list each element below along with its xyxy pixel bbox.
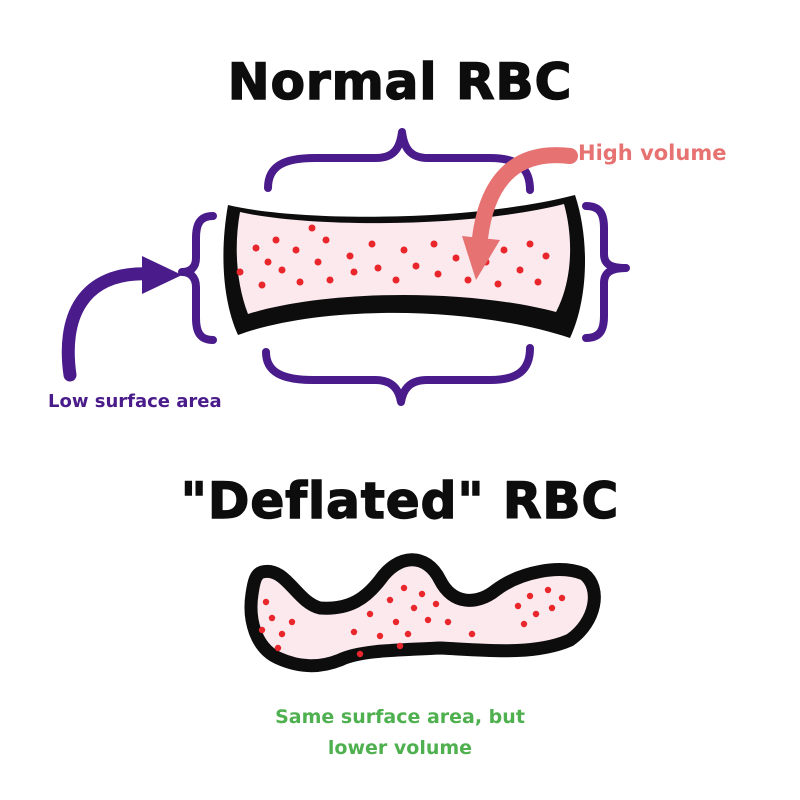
normal-rbc-dots — [236, 224, 550, 289]
left-brace-icon — [178, 212, 217, 344]
deflated-rbc-icon — [244, 553, 601, 673]
same-surface-area-line-1: Same surface area, but — [275, 706, 525, 728]
low-surface-area-label: Low surface area — [48, 391, 222, 412]
high-volume-arrow-icon — [462, 147, 578, 280]
same-surface-area-label: Same surface area, but lower volume — [250, 702, 550, 764]
right-brace-icon — [582, 202, 630, 342]
high-volume-label: High volume — [578, 141, 727, 165]
deflated-rbc-title: "Deflated" RBC — [180, 472, 620, 530]
normal-rbc-title: Normal RBC — [227, 53, 573, 111]
bottom-brace-icon — [262, 344, 534, 406]
low-surface-area-arrow-icon — [61, 256, 182, 382]
normal-rbc-icon — [223, 195, 586, 338]
same-surface-area-line-2: lower volume — [327, 737, 473, 759]
deflated-rbc-dots — [258, 584, 566, 658]
